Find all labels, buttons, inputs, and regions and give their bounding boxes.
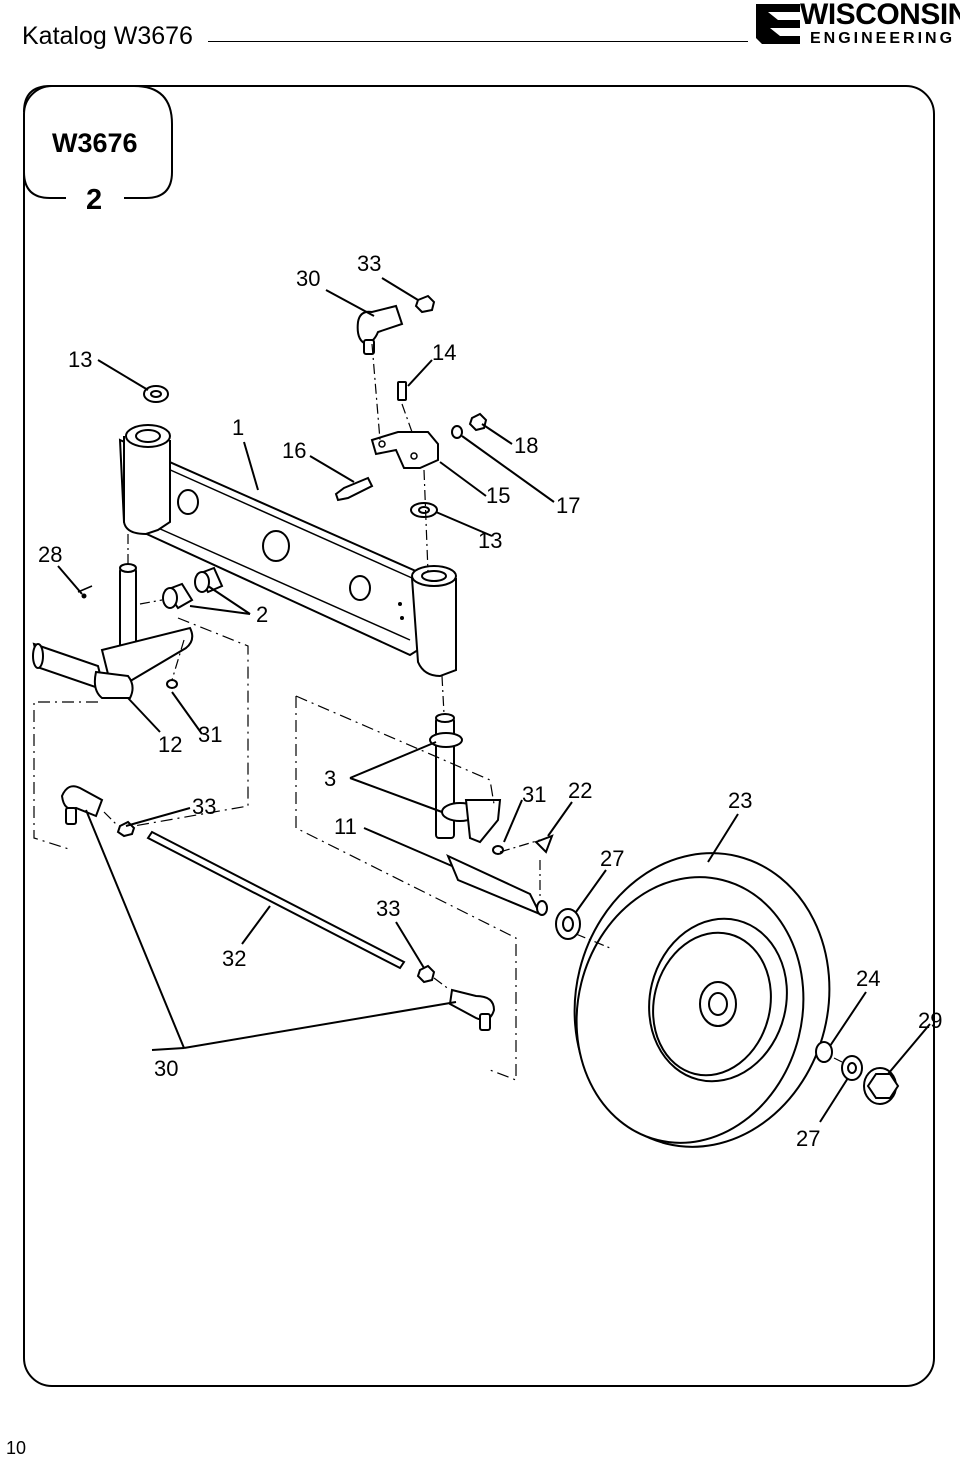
callout-27-top: 27: [600, 846, 624, 871]
brand-subtitle: ENGINEERING: [810, 30, 956, 47]
diagram-page-number: 2: [86, 184, 103, 216]
callout-16: 16: [282, 438, 306, 463]
header-rule: [208, 41, 748, 42]
center-lines: [103, 343, 843, 1063]
callout-14: 14: [432, 340, 456, 365]
callout-30-low: 30: [154, 1056, 178, 1081]
page-number: 10: [6, 1438, 27, 1458]
assembly-group-outlines: [33, 617, 517, 1081]
wheel-assembly: [555, 852, 900, 1148]
callout-11: 11: [334, 814, 357, 839]
callout-32: 32: [222, 946, 246, 971]
callout-31-left: 31: [198, 722, 222, 747]
callout-1: 1: [232, 415, 244, 440]
callout-24: 24: [856, 966, 880, 991]
tie-rod-assembly: [60, 785, 496, 1031]
callout-27-low: 27: [796, 1126, 820, 1151]
callout-33-low: 33: [376, 896, 400, 921]
callout-18: 18: [514, 433, 538, 458]
callout-29: 29: [918, 1008, 942, 1033]
callout-17: 17: [556, 493, 580, 518]
callout-22: 22: [568, 778, 592, 803]
callout-13-mid: 13: [478, 528, 502, 553]
callout-leaders: [57, 277, 931, 1123]
model-number: W3676: [52, 128, 138, 158]
top-pivot-hardware: [143, 294, 488, 518]
logo-emblem-icon: [756, 4, 800, 44]
model-badge-outline-lower: [23, 160, 66, 199]
callout-28: 28: [38, 542, 62, 567]
callout-33-left: 33: [192, 794, 216, 819]
brand-name: WISCONSIN: [800, 0, 960, 31]
callout-30-top: 30: [296, 266, 320, 291]
callout-3: 3: [324, 766, 336, 791]
model-badge-outline: [23, 85, 173, 199]
callout-labels: 30 33 13 14 1 16 18 15 17 13 28 2 12 31 …: [38, 251, 942, 1151]
callout-13-top: 13: [68, 347, 92, 372]
callout-33-top: 33: [357, 251, 381, 276]
callout-23: 23: [728, 788, 752, 813]
bushings: [162, 566, 224, 610]
right-spindle: [429, 713, 554, 916]
left-spindle: [32, 563, 194, 699]
front-axle-beam: [118, 424, 457, 678]
callout-2: 2: [256, 602, 268, 627]
callout-15: 15: [486, 483, 510, 508]
callout-31-right: 31: [522, 782, 546, 807]
page-frame: [23, 85, 935, 1387]
brand-logo: WISCONSIN ENGINEERING: [754, 0, 960, 54]
callout-12: 12: [158, 732, 182, 757]
catalog-title: Katalog W3676: [22, 22, 193, 50]
